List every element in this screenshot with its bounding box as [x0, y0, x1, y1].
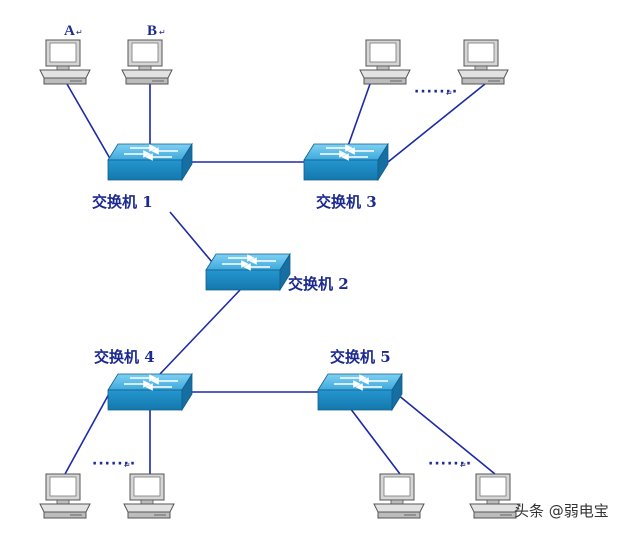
ellipsis-s4-mark: ↵: [124, 461, 131, 470]
switch-5: [317, 373, 403, 411]
computer-B: [121, 39, 173, 85]
ellipsis-s5-mark: ↵: [460, 461, 467, 470]
computer-s4-b: [123, 473, 175, 519]
computer-s3-a: [359, 39, 411, 85]
watermark-text: 头条 @弱电宝: [514, 502, 609, 520]
connection-lines: [64, 83, 496, 475]
link-s2-s4: [159, 289, 241, 375]
switch-1: [107, 143, 193, 181]
link-s4-pcS4a: [64, 391, 111, 475]
ellipsis-s5: ·······: [428, 456, 472, 472]
computer-A-mark: ↵: [76, 28, 83, 37]
switch-4: [107, 373, 193, 411]
link-s5-pcS5a: [349, 407, 401, 475]
switch-2-label: 交换机 2: [288, 275, 349, 293]
link-s5-pcS5b: [391, 389, 496, 475]
switch-2: [205, 253, 291, 291]
computer-s5-a: [373, 473, 425, 519]
computer-s5-b: [469, 473, 521, 519]
computer-s4-a: [39, 473, 91, 519]
link-s1-s2: [169, 211, 213, 263]
computer-B-mark: ↵: [159, 28, 166, 37]
switch-4-label: 交换机 4: [94, 348, 155, 366]
computer-A: [39, 39, 91, 85]
ellipsis-s3-mark: ↵: [446, 89, 453, 98]
computer-s3-b: [457, 39, 509, 85]
computer-B-label: B: [147, 23, 157, 39]
link-s3-pcS3b: [387, 83, 486, 163]
ellipsis-s3: ·······: [414, 84, 458, 100]
switch-3: [303, 143, 389, 181]
link-s3-pcS3a: [347, 83, 371, 147]
link-pcA-s1: [66, 83, 113, 163]
ellipsis-s4: ·······: [92, 456, 136, 472]
switch-1-label: 交换机 1: [92, 193, 153, 211]
switch-3-label: 交换机 3: [316, 193, 377, 211]
computer-A-label: A: [64, 23, 75, 39]
switch-5-label: 交换机 5: [330, 348, 391, 366]
